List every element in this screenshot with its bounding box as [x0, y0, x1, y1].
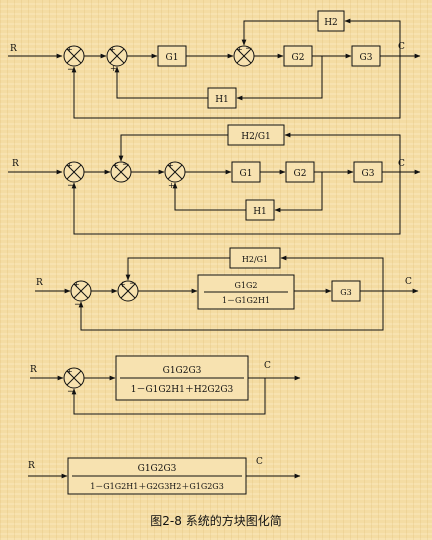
output-label: C [405, 277, 412, 287]
g2-label: G2 [292, 53, 305, 63]
g1-label: G1 [166, 53, 179, 63]
g3-label: G3 [340, 288, 351, 297]
figure-caption: 图2-8 系统的方块图化简 [150, 514, 282, 528]
g3-label: G3 [360, 53, 373, 63]
input-label: R [36, 278, 43, 288]
svg-text:−: − [67, 387, 75, 397]
svg-text:+: + [66, 367, 73, 376]
svg-text:−: − [67, 65, 75, 75]
input-label: R [28, 461, 35, 471]
input-label: R [12, 159, 19, 169]
h1-label: H1 [215, 95, 229, 105]
stage-1 [8, 10, 421, 119]
svg-text:+: + [66, 45, 73, 54]
output-label: C [398, 159, 405, 169]
stage-3 [35, 247, 419, 331]
svg-text:+: + [168, 181, 175, 190]
svg-text:+: + [119, 280, 126, 289]
g1-label: G1 [240, 169, 253, 179]
numerator: G1G2G3 [163, 366, 202, 376]
svg-text:+: + [112, 161, 119, 170]
denominator: 1－G1G2H1＋H2G2G3 [131, 384, 234, 395]
h2-label: H2 [324, 18, 338, 28]
svg-text:−: − [129, 279, 137, 289]
numerator: G1G2G3 [138, 464, 177, 474]
svg-text:+: + [66, 161, 73, 170]
h1-label: H1 [253, 207, 267, 217]
svg-text:−: − [74, 300, 82, 310]
svg-text:+: + [109, 45, 116, 54]
svg-text:+: + [110, 64, 117, 73]
svg-text:+: + [167, 161, 174, 170]
svg-text:−: − [122, 160, 130, 170]
numerator: G1G2 [235, 281, 258, 290]
stage-4 [30, 355, 301, 415]
svg-text:−: − [245, 44, 253, 54]
svg-text:−: − [67, 181, 75, 191]
denominator: 1－G1G2H1＋G2G3H2＋G1G2G3 [90, 482, 224, 491]
denominator: 1－G1G2H1 [222, 296, 270, 305]
output-label: C [264, 361, 271, 371]
output-label: C [398, 42, 405, 52]
h2-over-g1-label: H2/G1 [242, 255, 268, 264]
g2-label: G2 [294, 169, 307, 179]
g3-label: G3 [362, 169, 375, 179]
h2-over-g1-label: H2/G1 [241, 132, 271, 142]
stage-2 [8, 124, 421, 235]
stage-5 [28, 457, 301, 495]
output-label: C [256, 457, 263, 467]
input-label: R [30, 365, 37, 375]
svg-text:+: + [73, 280, 80, 289]
input-label: R [10, 44, 17, 54]
svg-text:+: + [236, 45, 243, 54]
